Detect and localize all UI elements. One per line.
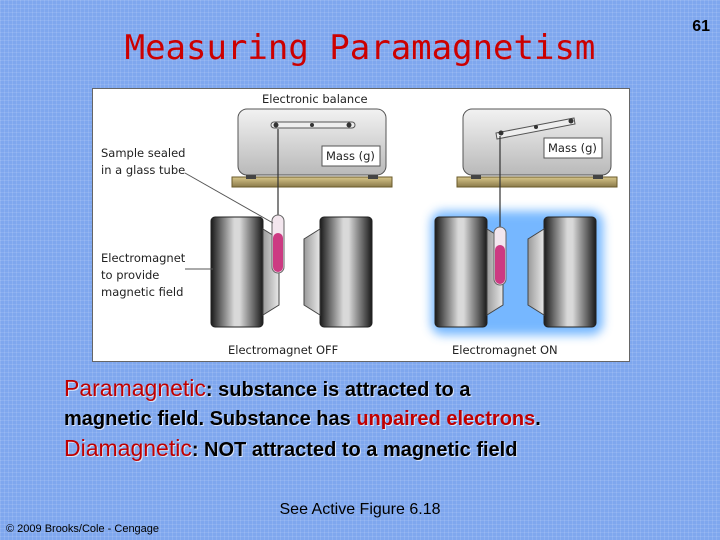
- page-number: 61: [692, 18, 710, 35]
- active-figure-reference[interactable]: See Active Figure 6.18: [279, 501, 441, 518]
- diamagnetic-definition: : NOT attracted to a magnetic field: [191, 439, 518, 461]
- pointer-sample: [184, 172, 274, 224]
- mass-label-left: Mass (g): [326, 149, 375, 163]
- label-electronic-balance: Electronic balance: [262, 92, 368, 106]
- mass-display-left: [321, 145, 381, 167]
- label-sample-line1: Sample sealed: [101, 146, 185, 160]
- balance-left: Mass (g): [231, 108, 393, 188]
- mass-display-right: [543, 137, 603, 159]
- paramagnetic-definition-2: magnetic field. Substance has: [64, 408, 357, 430]
- label-electromagnet-on: Electromagnet ON: [452, 343, 558, 357]
- term-paramagnetic: Paramagnetic: [64, 375, 206, 401]
- balance-base-left: [231, 176, 393, 188]
- sample-tube-right: [493, 136, 507, 286]
- slide-title: Measuring Paramagnetism: [124, 28, 596, 68]
- balance-base-right: [456, 176, 618, 188]
- electromagnet-right: [431, 211, 603, 335]
- label-magnet-line1: Electromagnet: [101, 251, 186, 265]
- mass-label-right: Mass (g): [548, 141, 597, 155]
- paramagnetism-figure: Mass (g) Mass (g) Electronic balance: [92, 88, 630, 362]
- label-magnet-line2: to provide: [101, 268, 159, 282]
- term-diamagnetic: Diamagnetic: [64, 435, 192, 461]
- paramagnetic-period: .: [535, 408, 541, 430]
- unpaired-electrons-highlight: unpaired electrons: [356, 408, 536, 430]
- definitions: Paramagnetic: substance is attracted to …: [64, 374, 704, 465]
- sample-tube-left: [271, 129, 285, 274]
- label-magnet-line3: magnetic field: [101, 285, 183, 299]
- label-electromagnet-off: Electromagnet OFF: [228, 343, 338, 357]
- paramagnetic-definition-1: : substance is attracted to a: [205, 379, 471, 401]
- label-sample-line2: in a glass tube: [101, 163, 185, 177]
- copyright-notice: © 2009 Brooks/Cole - Cengage: [6, 523, 160, 535]
- electromagnet-left: [210, 216, 373, 328]
- balance-right: Mass (g): [456, 108, 618, 188]
